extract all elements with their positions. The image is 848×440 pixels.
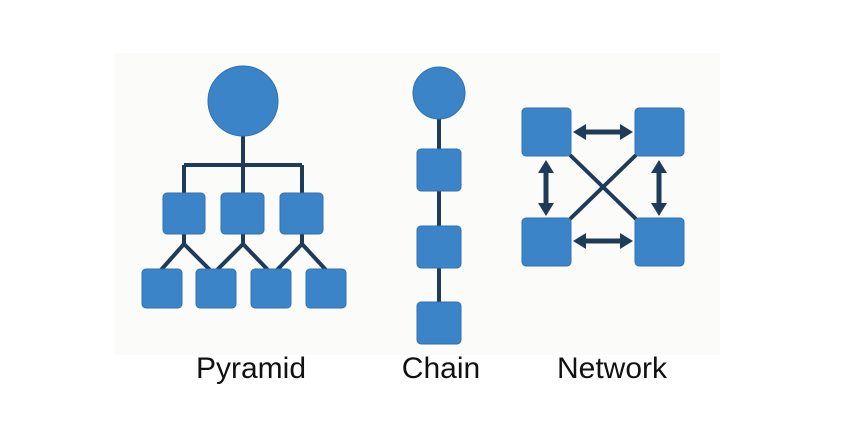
network-arrowhead — [538, 203, 554, 216]
pyramid-edge-mid3-right — [300, 242, 328, 272]
chain-node — [416, 148, 462, 192]
pyramid-root-node — [207, 65, 279, 137]
pyramid-leaf-node — [250, 268, 292, 309]
network-node-bottom-left — [521, 217, 572, 267]
network-arrowhead — [620, 124, 633, 140]
chain-node — [416, 301, 462, 345]
network-arrowhead — [651, 203, 667, 216]
network-node-top-right — [634, 107, 685, 157]
network-node-bottom-right — [634, 217, 685, 267]
pyramid-mid-node — [279, 192, 324, 235]
network-arrowhead — [620, 233, 633, 249]
pyramid-edge-mid2-left — [215, 242, 245, 272]
pyramid-label: Pyramid — [195, 352, 307, 385]
pyramid-leaf-node — [195, 268, 237, 309]
network-node-top-left — [521, 107, 572, 157]
pyramid-mid-node — [162, 192, 206, 235]
network-arrowhead — [573, 233, 586, 249]
network-arrowhead — [573, 124, 586, 140]
pyramid-mid-node — [220, 192, 265, 235]
network-arrowhead — [651, 160, 667, 173]
pyramid-edge-mid3-left — [275, 242, 304, 272]
network-label: Network — [556, 352, 668, 385]
pyramid-leaf-node — [305, 268, 347, 309]
chain-node — [416, 225, 462, 269]
chain-diagram — [412, 66, 466, 345]
pyramid-edge-mid2-right — [241, 242, 270, 272]
pyramid-diagram — [141, 65, 347, 309]
network-diagram — [521, 107, 685, 267]
chain-root-node — [412, 66, 466, 120]
network-diagonal-edge — [568, 153, 638, 221]
chain-label: Chain — [401, 352, 481, 385]
pyramid-edge-mid1-right — [182, 242, 212, 272]
network-arrowhead — [538, 160, 554, 173]
pyramid-leaf-node — [141, 268, 183, 309]
pyramid-edge-mid1-left — [159, 242, 186, 272]
